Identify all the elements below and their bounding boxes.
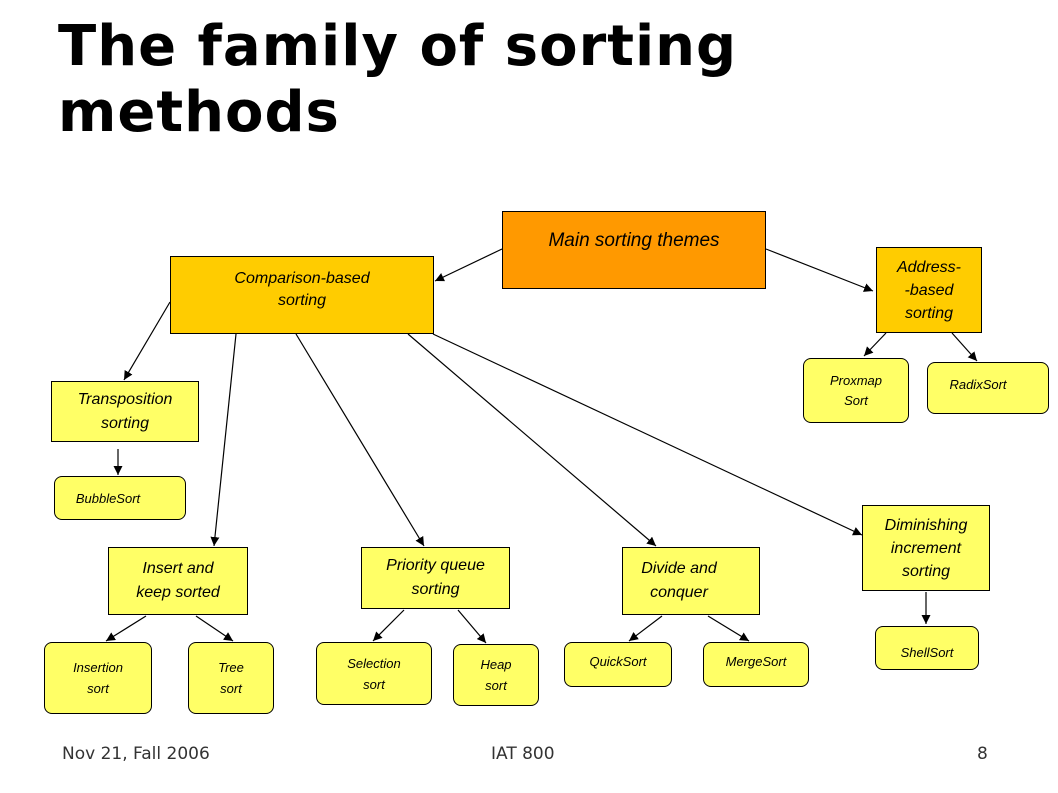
node-mergesort: MergeSort <box>703 642 809 687</box>
edge-comparison-insert <box>210 333 237 547</box>
node-merge-label: MergeSort <box>725 654 787 669</box>
node-insertion-sort: Insertion sort <box>44 642 152 714</box>
edge-priority-heap <box>457 609 487 644</box>
node-diminishing-increment: Diminishing increment sorting <box>862 505 990 591</box>
edge-main-comparison <box>434 248 503 282</box>
edge-insert-tree <box>195 615 234 642</box>
node-shell-label: ShellSort <box>900 644 954 660</box>
node-main-sorting-themes: Main sorting themes <box>502 211 766 289</box>
node-bubblesort: BubbleSort <box>54 476 186 520</box>
edge-comparison-divide <box>407 333 657 547</box>
node-main-label: Main sorting themes <box>548 230 720 251</box>
node-radixsort: RadixSort <box>927 362 1049 414</box>
node-diminishing-label: Diminishing increment sorting <box>884 516 968 580</box>
node-insert-keep-sorted: Insert and keep sorted <box>108 547 248 615</box>
edge-insert-insertion <box>105 615 147 642</box>
node-priority-label: Priority queue sorting <box>386 557 485 598</box>
title-line-2: methods <box>58 80 340 145</box>
node-radix-label: RadixSort <box>949 376 1007 392</box>
node-divide-conquer: Divide and conquer <box>622 547 760 615</box>
edge-comparison-priority <box>295 333 425 547</box>
node-insert-label: Insert and keep sorted <box>136 560 220 601</box>
node-tree-sort: Tree sort <box>188 642 274 714</box>
node-proxmap-label: Proxmap Sort <box>829 372 883 408</box>
page-title: The family of sorting methods <box>58 14 958 146</box>
edge-priority-selection <box>372 609 405 642</box>
node-heap-sort: Heap sort <box>453 644 539 706</box>
edge-comparison-transposition <box>123 301 171 381</box>
edge-comparison-diminishing <box>432 333 863 536</box>
node-tree-label: Tree sort <box>218 660 244 696</box>
node-quick-label: QuickSort <box>589 654 647 669</box>
edge-main-address <box>765 248 874 292</box>
node-quicksort: QuickSort <box>564 642 672 687</box>
footer-date: Nov 21, Fall 2006 <box>62 744 210 764</box>
node-heap-label: Heap sort <box>480 657 512 693</box>
edge-divide-quick <box>628 615 663 642</box>
node-bubble-label: BubbleSort <box>75 490 141 506</box>
edge-address-radix <box>951 332 978 362</box>
node-transposition: Transposition sorting <box>51 381 199 442</box>
node-comparison-label: Comparison-based sorting <box>234 270 370 309</box>
node-selection-sort: Selection sort <box>316 642 432 705</box>
footer-course: IAT 800 <box>491 744 555 764</box>
footer-page-number: 8 <box>977 744 988 764</box>
node-address-label: Address- -based sorting <box>896 258 962 322</box>
node-selection-label: Selection sort <box>347 655 401 692</box>
edge-address-proxmap <box>863 332 887 357</box>
node-address-based: Address- -based sorting <box>876 247 982 333</box>
node-proxmap-sort: Proxmap Sort <box>803 358 909 423</box>
node-insertion-label: Insertion sort <box>73 660 123 696</box>
node-shellsort: ShellSort <box>875 626 979 670</box>
title-line-1: The family of sorting <box>58 14 738 79</box>
node-priority-queue: Priority queue sorting <box>361 547 510 609</box>
node-comparison-based: Comparison-based sorting <box>170 256 434 334</box>
node-divide-label: Divide and conquer <box>641 560 717 601</box>
edge-divide-merge <box>707 615 750 642</box>
node-transposition-label: Transposition sorting <box>77 390 173 432</box>
